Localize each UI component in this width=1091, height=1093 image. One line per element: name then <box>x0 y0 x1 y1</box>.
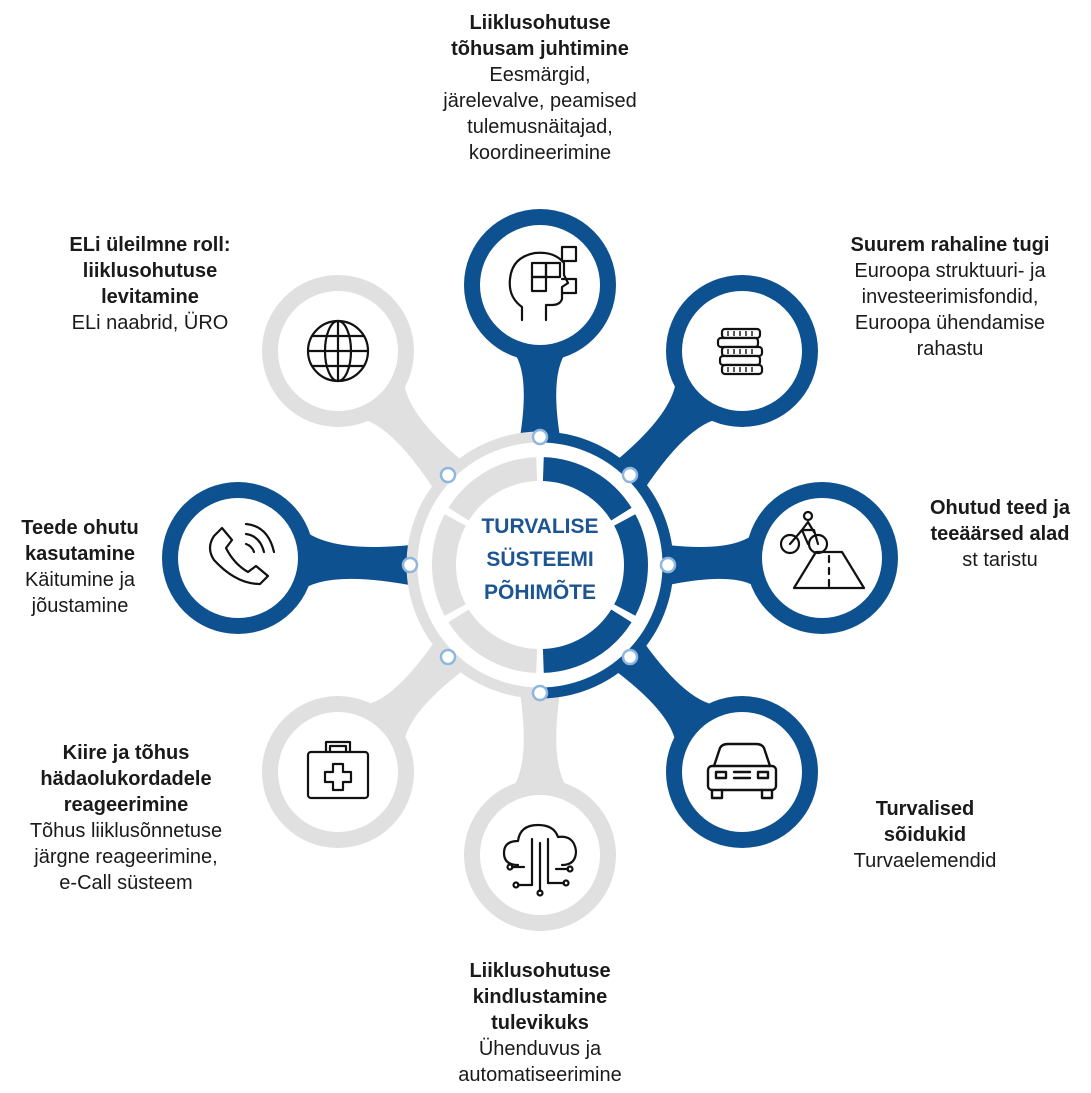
label-global-desc: ELi naabrid, ÜRO <box>71 312 229 334</box>
label-road-use-desc: Käitumine ja jõustamine <box>24 569 136 617</box>
label-roads-title: Ohutud teed ja teeäärsed alad <box>930 497 1070 545</box>
label-future-desc: Ühenduvus ja automatiseerimine <box>458 1038 622 1086</box>
label-funding-title: Suurem rahaline tugi <box>850 234 1050 256</box>
car-icon <box>706 742 778 800</box>
label-management: Liiklusohutuse tõhusam juhtimine Eesmärg… <box>405 10 675 166</box>
label-emergency-title: Kiire ja tõhus hädaolukordadele reageeri… <box>40 742 212 816</box>
label-road-use-title: Teede ohutu kasutamine <box>21 517 139 565</box>
connector-roads <box>667 525 763 594</box>
junction-dots <box>401 428 677 702</box>
junction-dot-future <box>531 684 549 702</box>
head-puzzle-icon <box>508 245 578 322</box>
label-global: ELi üleilmne roll: liiklusohutuse levita… <box>20 232 280 336</box>
inner-ring-segment-3 <box>542 609 632 673</box>
node-emergency <box>278 712 398 832</box>
label-future: Liiklusohutuse kindlustamine tulevikuks … <box>420 958 660 1088</box>
label-management-title: Liiklusohutuse tõhusam juhtimine <box>451 12 629 60</box>
junction-dot-roads <box>659 556 677 574</box>
label-future-title: Liiklusohutuse kindlustamine tulevikuks <box>469 960 611 1034</box>
connector-future <box>506 693 574 795</box>
label-global-title: ELi üleilmne roll: liiklusohutuse levita… <box>69 234 231 308</box>
junction-dot-funding <box>621 466 639 484</box>
center-title-line-1: TURVALISE <box>481 515 599 538</box>
coins-icon <box>716 327 764 376</box>
label-emergency-desc: Tõhus liiklusõnnetuse järgne reageerimin… <box>29 820 223 894</box>
label-roads-desc: st taristu <box>962 549 1038 571</box>
node-roads <box>762 498 882 618</box>
node-road-use <box>178 498 298 618</box>
inner-ring-segment-1 <box>542 457 632 521</box>
junction-dot-road-use <box>401 556 419 574</box>
junction-dot-vehicles <box>621 648 639 666</box>
label-vehicles-desc: Turvaelemendid <box>853 850 997 872</box>
inner-ring <box>432 457 648 673</box>
label-road-use: Teede ohutu kasutamine Käitumine ja jõus… <box>0 515 160 619</box>
label-roads: Ohutud teed ja teeäärsed alad st taristu <box>910 495 1090 573</box>
inner-ring-segment-2 <box>613 514 648 616</box>
connector-road-use <box>297 525 411 594</box>
junction-dot-global <box>439 466 457 484</box>
cloud-circuit-icon <box>502 823 578 897</box>
label-vehicles-title: Turvalised sõidukid <box>875 798 975 846</box>
junction-dot-emergency <box>439 648 457 666</box>
label-management-desc: Eesmärgid, järelevalve, peamised tulemus… <box>443 64 637 164</box>
connector-management <box>506 345 574 437</box>
label-funding-desc: Euroopa struktuuri- ja investeerimisfond… <box>854 260 1046 360</box>
center-title-line-3: PÕHIMÕTE <box>483 581 596 604</box>
center-title: TURVALISE SÜSTEEMI PÕHIMÕTE <box>445 510 635 609</box>
first-aid-kit-icon <box>306 740 370 800</box>
center-title-line-2: SÜSTEEMI <box>486 548 594 571</box>
inner-ring-segment-4 <box>448 609 538 673</box>
globe-icon <box>306 319 370 383</box>
label-funding: Suurem rahaline tugi Euroopa struktuuri-… <box>815 232 1085 362</box>
label-vehicles: Turvalised sõidukid Turvaelemendid <box>825 796 1025 874</box>
phone-icon <box>208 522 276 586</box>
inner-ring-segment-5 <box>432 514 467 616</box>
node-management <box>480 225 600 345</box>
inner-ring-segment-6 <box>448 457 538 521</box>
cyclist-road-icon <box>779 510 866 590</box>
label-emergency: Kiire ja tõhus hädaolukordadele reageeri… <box>0 740 252 896</box>
junction-dot-management <box>531 428 549 446</box>
